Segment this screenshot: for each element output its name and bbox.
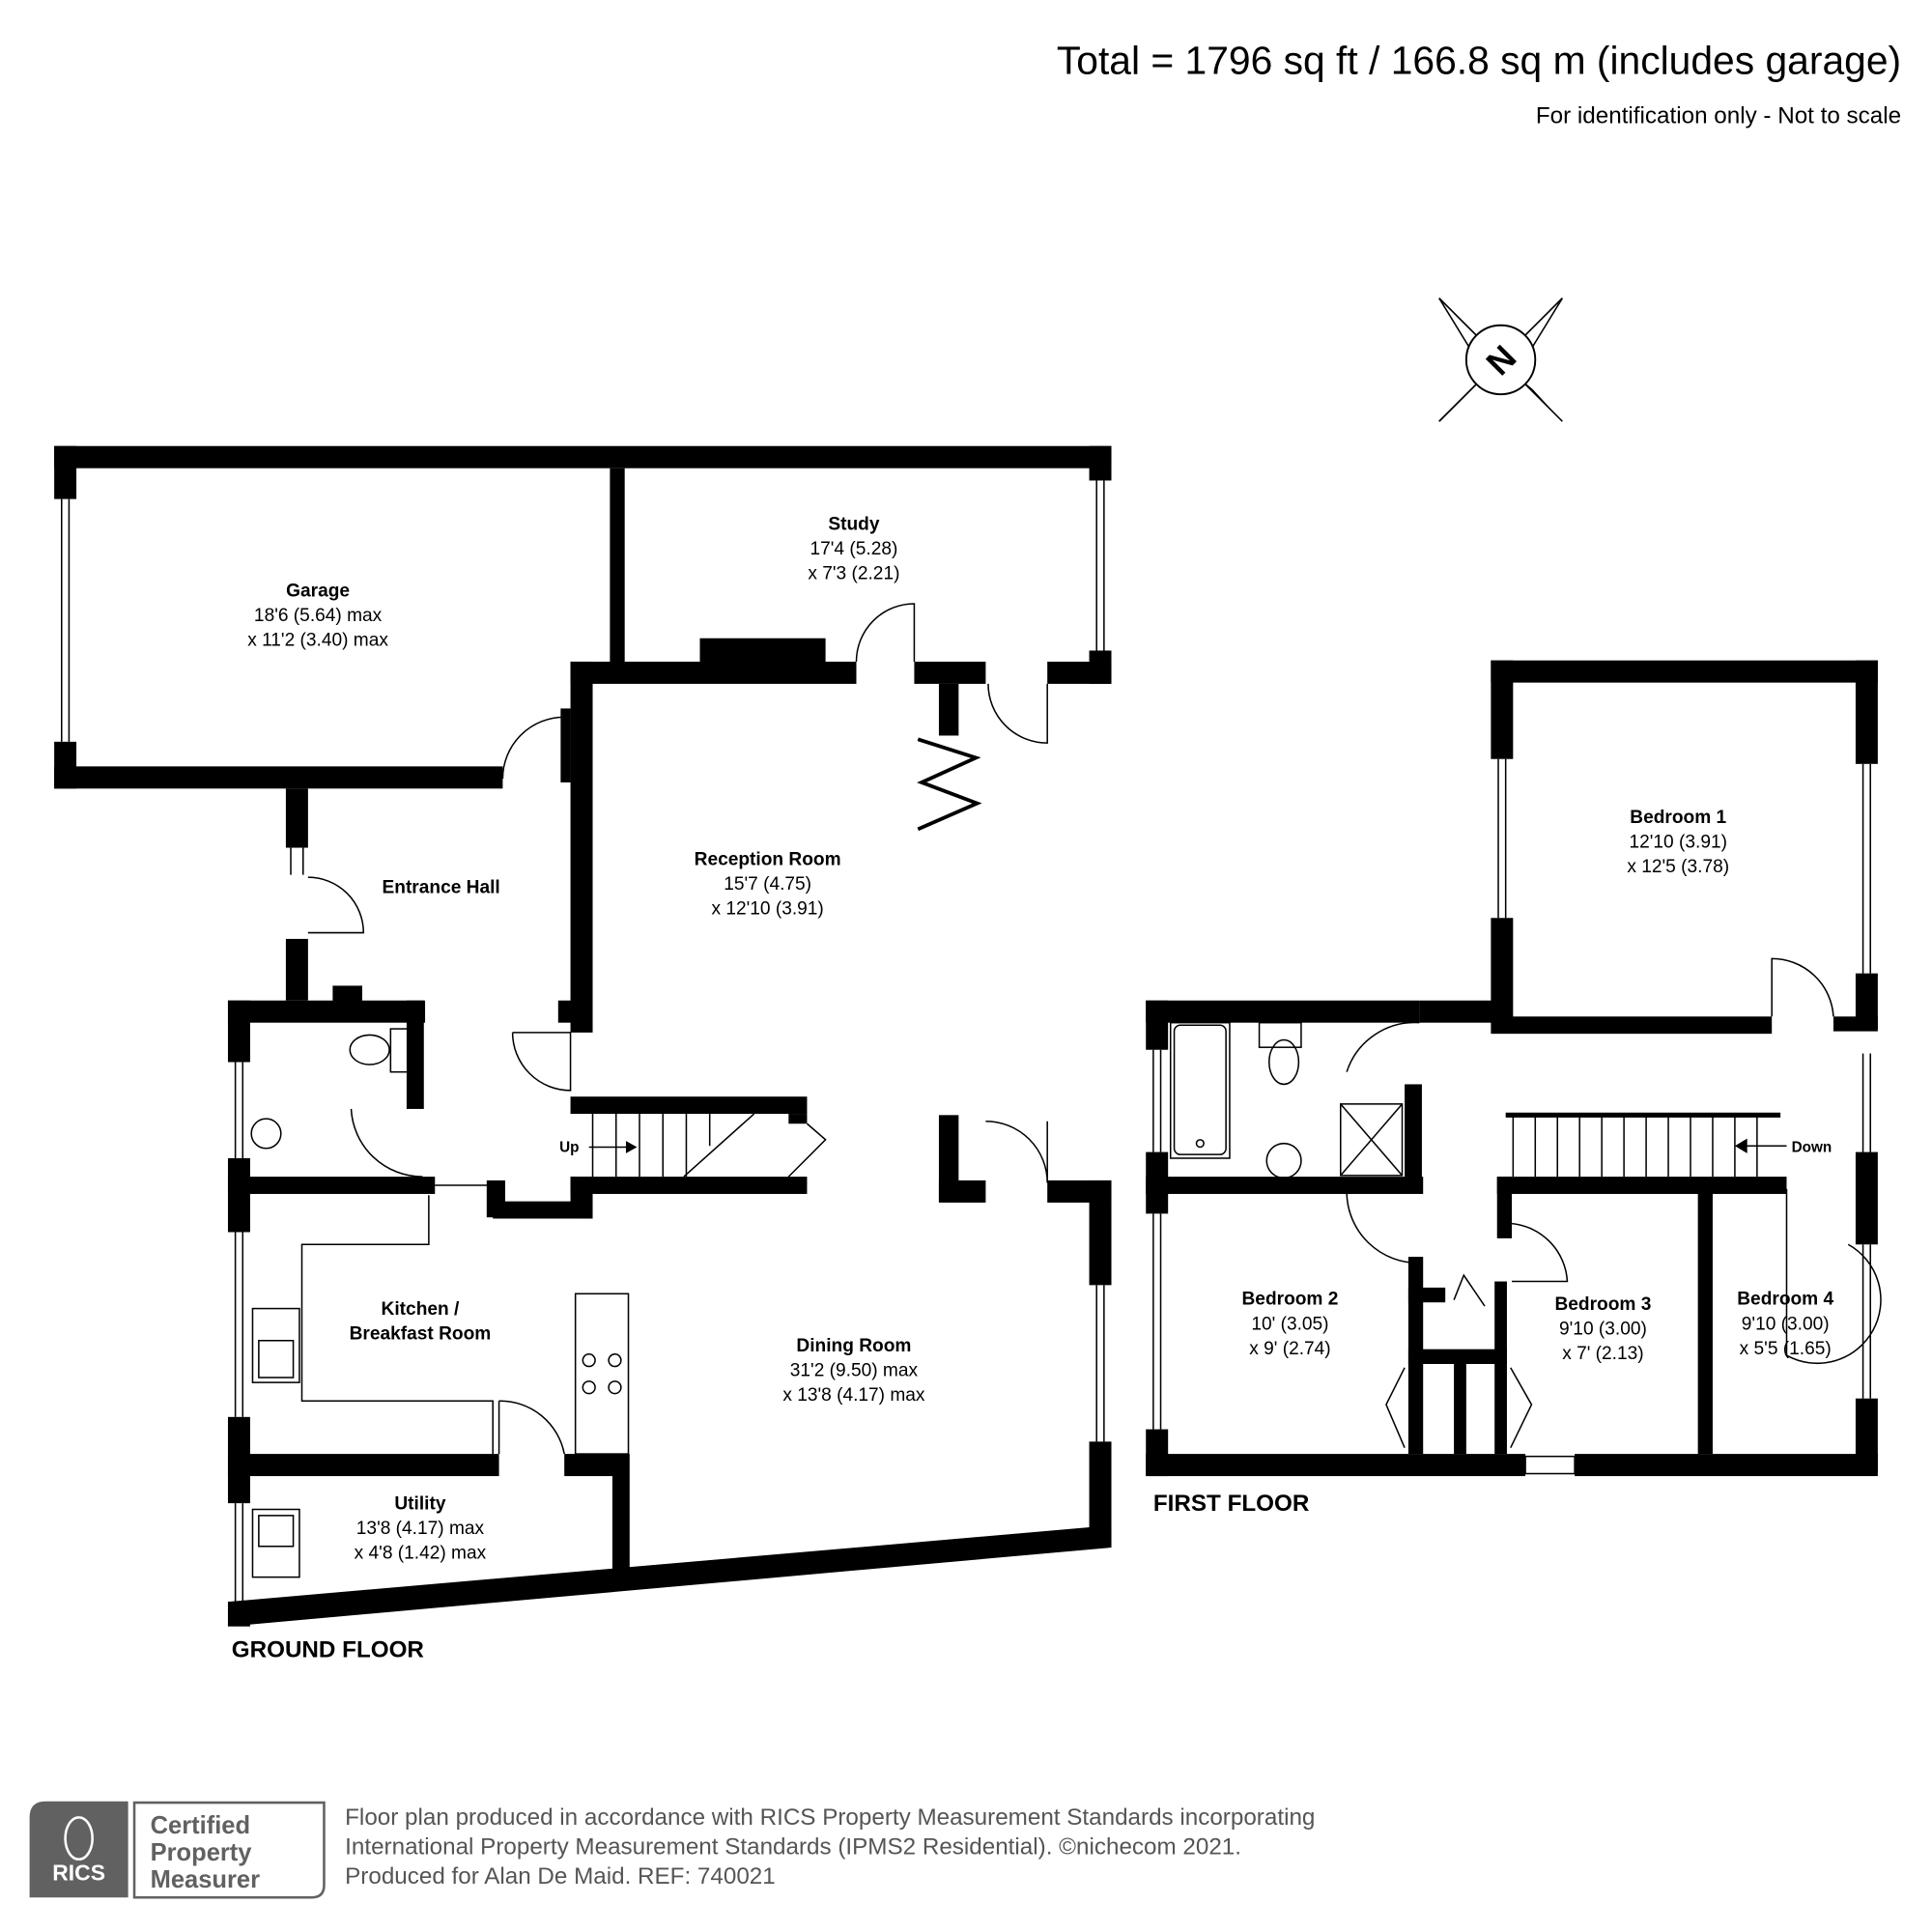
room-bedroom-1: Bedroom 1 12'10 (3.91) x 12'5 (3.78) bbox=[1627, 808, 1729, 877]
footer-line-1: Floor plan produced in accordance with R… bbox=[345, 1804, 1315, 1831]
ground-stairs bbox=[588, 1113, 827, 1178]
svg-text:x 7' (2.13): x 7' (2.13) bbox=[1562, 1344, 1643, 1364]
footer-line-3: Produced for Alan De Maid. REF: 740021 bbox=[345, 1863, 776, 1889]
room-study: Study 17'4 (5.28) x 7'3 (2.21) bbox=[808, 514, 899, 583]
svg-text:31'2 (9.50) max: 31'2 (9.50) max bbox=[790, 1361, 919, 1381]
stairs-up-label: Up bbox=[559, 1140, 579, 1156]
total-area: Total = 1796 sq ft / 166.8 sq m (include… bbox=[1057, 39, 1901, 83]
svg-text:13'8 (4.17) max: 13'8 (4.17) max bbox=[356, 1519, 485, 1539]
room-bedroom-3: Bedroom 3 9'10 (3.00) x 7' (2.13) bbox=[1554, 1294, 1651, 1364]
room-dining: Dining Room 31'2 (9.50) max x 13'8 (4.17… bbox=[782, 1336, 925, 1406]
first-floor-title: FIRST FLOOR bbox=[1153, 1491, 1309, 1517]
svg-text:Bedroom 4: Bedroom 4 bbox=[1737, 1290, 1833, 1310]
room-entrance-hall: Entrance Hall bbox=[383, 878, 500, 898]
svg-text:RICS: RICS bbox=[52, 1860, 105, 1885]
svg-text:Breakfast Room: Breakfast Room bbox=[350, 1323, 492, 1344]
svg-text:12'10 (3.91): 12'10 (3.91) bbox=[1630, 833, 1727, 853]
svg-text:Garage: Garage bbox=[286, 581, 350, 601]
stairs-down-label: Down bbox=[1792, 1140, 1833, 1156]
svg-text:x 13'8 (4.17) max: x 13'8 (4.17) max bbox=[782, 1385, 925, 1406]
room-kitchen: Kitchen / Breakfast Room bbox=[350, 1299, 492, 1345]
room-bedroom-2: Bedroom 2 10' (3.05) x 9' (2.74) bbox=[1242, 1290, 1339, 1359]
svg-text:x 12'10 (3.91): x 12'10 (3.91) bbox=[711, 898, 823, 919]
svg-text:Measurer: Measurer bbox=[151, 1866, 260, 1893]
room-reception: Reception Room 15'7 (4.75) x 12'10 (3.91… bbox=[695, 849, 841, 919]
footer-line-2: International Property Measurement Stand… bbox=[345, 1834, 1241, 1861]
svg-text:Dining Room: Dining Room bbox=[796, 1336, 911, 1356]
first-stairs bbox=[1512, 1115, 1787, 1178]
svg-text:Bedroom 1: Bedroom 1 bbox=[1630, 808, 1726, 828]
svg-text:18'6 (5.64) max: 18'6 (5.64) max bbox=[254, 606, 383, 626]
svg-text:Utility: Utility bbox=[394, 1493, 445, 1514]
svg-text:9'10 (3.00): 9'10 (3.00) bbox=[1559, 1319, 1647, 1339]
svg-text:9'10 (3.00): 9'10 (3.00) bbox=[1742, 1314, 1830, 1334]
room-bedroom-4: Bedroom 4 9'10 (3.00) x 5'5 (1.65) bbox=[1737, 1290, 1833, 1359]
svg-text:x 11'2 (3.40) max: x 11'2 (3.40) max bbox=[247, 630, 388, 650]
svg-text:15'7 (4.75): 15'7 (4.75) bbox=[724, 874, 811, 895]
svg-text:Bedroom 3: Bedroom 3 bbox=[1554, 1294, 1651, 1315]
svg-text:Property: Property bbox=[151, 1839, 253, 1866]
svg-text:Study: Study bbox=[828, 514, 879, 534]
scale-note: For identification only - Not to scale bbox=[1536, 103, 1901, 129]
svg-text:Bedroom 2: Bedroom 2 bbox=[1242, 1290, 1339, 1310]
room-utility: Utility 13'8 (4.17) max x 4'8 (1.42) max bbox=[355, 1493, 487, 1563]
rics-badge: RICS Certified Property Measurer bbox=[29, 1801, 326, 1899]
svg-text:Kitchen /: Kitchen / bbox=[382, 1299, 460, 1320]
svg-text:x 9' (2.74): x 9' (2.74) bbox=[1249, 1339, 1330, 1359]
svg-text:Entrance Hall: Entrance Hall bbox=[383, 878, 500, 898]
svg-text:x 5'5 (1.65): x 5'5 (1.65) bbox=[1740, 1339, 1832, 1359]
svg-text:Reception Room: Reception Room bbox=[695, 849, 841, 869]
svg-text:10' (3.05): 10' (3.05) bbox=[1251, 1314, 1328, 1334]
ground-floor-title: GROUND FLOOR bbox=[232, 1637, 424, 1663]
svg-text:x 12'5 (3.78): x 12'5 (3.78) bbox=[1627, 857, 1729, 877]
ground-floor-walls bbox=[54, 445, 1112, 1627]
svg-text:17'4 (5.28): 17'4 (5.28) bbox=[810, 539, 898, 559]
compass-north-icon: N bbox=[1438, 298, 1563, 422]
svg-text:x 4'8 (1.42) max: x 4'8 (1.42) max bbox=[355, 1544, 487, 1564]
first-floor-walls bbox=[1146, 660, 1882, 1477]
lion-logo-icon bbox=[64, 1816, 94, 1861]
svg-text:Certified: Certified bbox=[151, 1812, 250, 1839]
svg-text:x 7'3 (2.21): x 7'3 (2.21) bbox=[808, 563, 899, 583]
room-garage: Garage 18'6 (5.64) max x 11'2 (3.40) max bbox=[247, 581, 388, 650]
